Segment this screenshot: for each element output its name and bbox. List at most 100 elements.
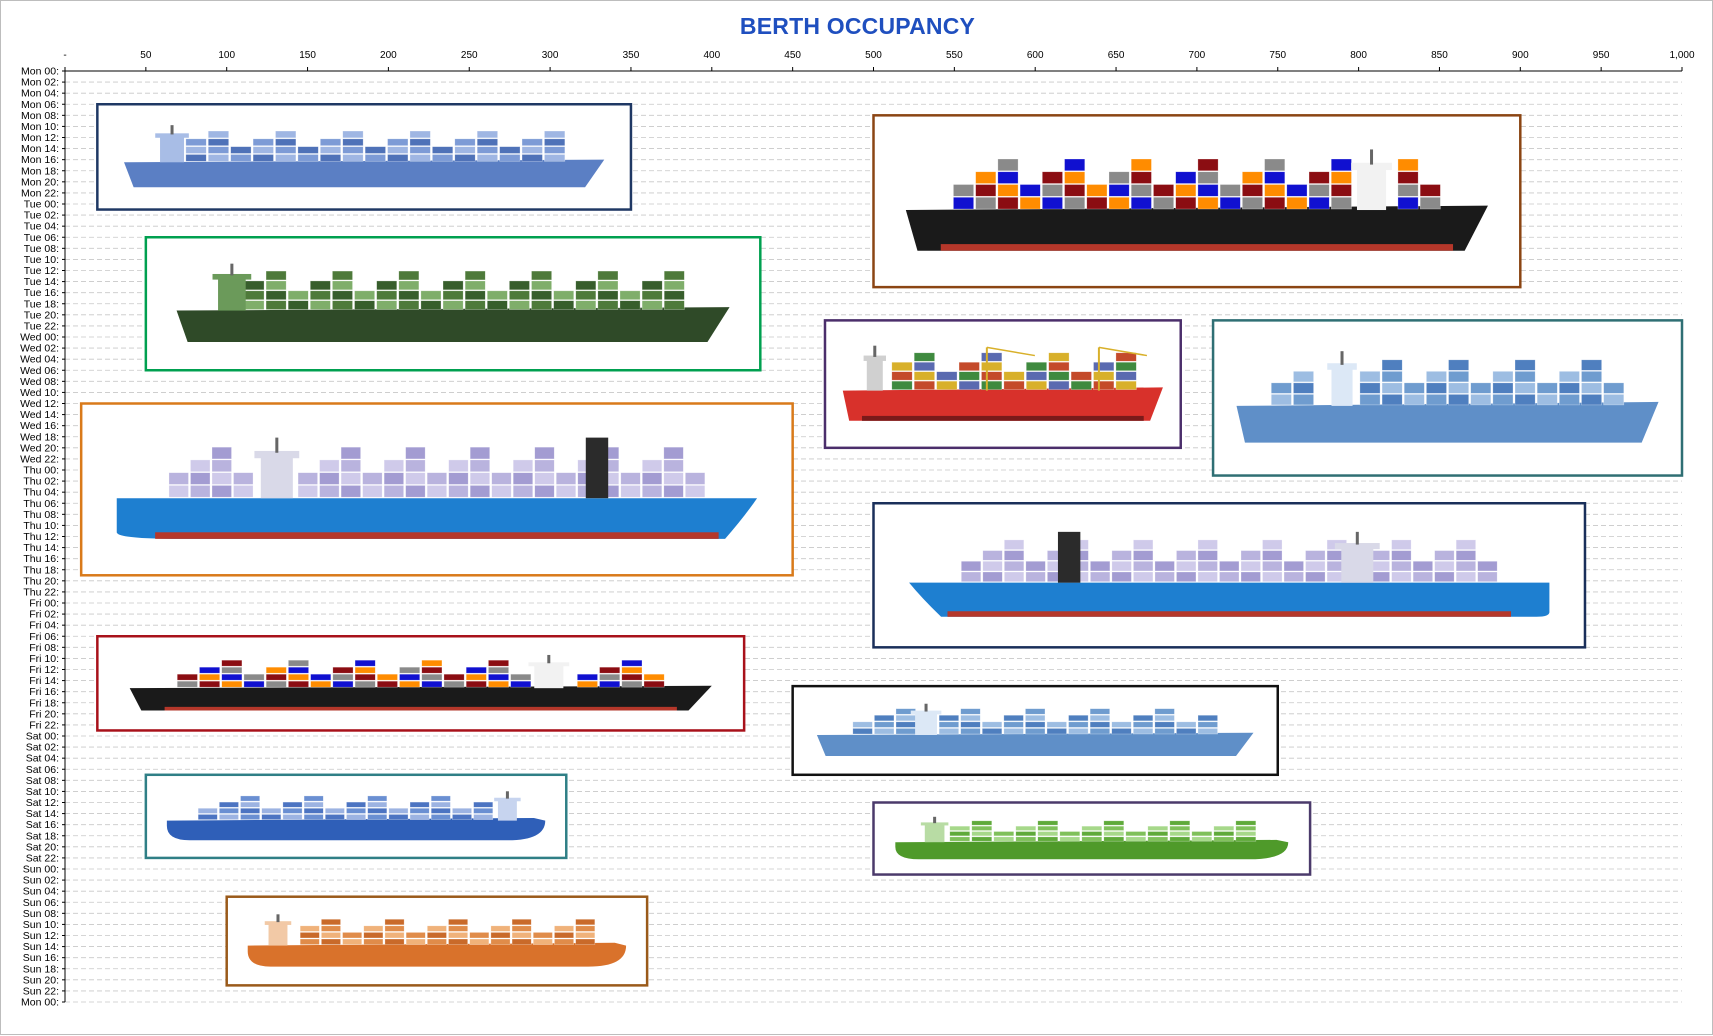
ship-mast	[276, 914, 280, 923]
container-stack	[1242, 184, 1263, 197]
y-tick-label: Mon 04:	[21, 88, 59, 100]
container-stack	[303, 807, 324, 814]
container-stack	[1235, 820, 1257, 826]
vessel-booking	[96, 635, 746, 732]
container-stack	[621, 666, 643, 674]
container-stack	[1359, 382, 1381, 394]
container-stack	[1264, 184, 1286, 197]
container-stack	[521, 146, 543, 154]
container-stack	[332, 270, 353, 281]
container-stack	[398, 280, 420, 291]
container-stack	[619, 290, 641, 300]
container-stack	[1025, 708, 1046, 715]
container-stack	[1397, 158, 1419, 172]
ship-hull	[166, 817, 546, 841]
container-stack	[230, 146, 252, 154]
container-stack	[874, 728, 895, 735]
container-stack	[599, 666, 621, 674]
container-stack	[511, 938, 532, 945]
ship-bridge	[915, 713, 937, 735]
container-stack	[1197, 171, 1219, 184]
container-stack	[1025, 721, 1046, 728]
ship-bridge	[924, 824, 945, 843]
container-stack	[398, 270, 420, 281]
ship-mast	[1355, 531, 1359, 545]
container-stack	[960, 728, 981, 735]
container-stack	[342, 130, 364, 139]
container-stack	[465, 680, 487, 688]
container-stack	[364, 146, 386, 154]
container-stack	[1176, 560, 1197, 572]
container-stack	[309, 280, 331, 291]
y-tick-label: Wed 04:	[20, 354, 59, 366]
container-stack	[426, 485, 447, 498]
container-stack	[1391, 539, 1412, 550]
container-stack	[427, 932, 447, 939]
y-tick-label: Thu 22:	[23, 586, 59, 598]
container-stack	[409, 807, 430, 814]
container-stack	[243, 673, 265, 681]
container-stack	[544, 130, 566, 139]
container-stack	[398, 290, 420, 300]
container-stack	[405, 459, 426, 472]
y-tick-label: Sat 08:	[26, 775, 59, 787]
container-stack	[1015, 831, 1037, 837]
container-stack	[1397, 171, 1419, 184]
container-stack	[597, 280, 619, 291]
y-tick-label: Wed 16:	[20, 420, 59, 432]
container-stack	[971, 825, 993, 831]
container-stack	[1514, 382, 1536, 394]
container-stack	[1125, 836, 1147, 842]
y-tick-label: Mon 20:	[21, 176, 59, 188]
ship-waterline	[861, 415, 1144, 421]
container-stack	[1381, 371, 1403, 383]
container-stack	[1068, 721, 1089, 728]
container-stack	[321, 932, 341, 939]
container-stack	[544, 154, 566, 162]
container-stack	[975, 171, 997, 184]
ship-hull	[895, 839, 1289, 860]
container-stack	[491, 485, 512, 498]
container-stack	[354, 290, 375, 300]
container-stack	[891, 380, 913, 390]
container-stack	[1308, 184, 1330, 197]
container-stack	[342, 146, 364, 154]
container-stack	[332, 680, 354, 688]
y-tick-label: Fri 22:	[29, 719, 59, 731]
ship-bridge	[534, 664, 564, 689]
container-stack	[1125, 831, 1147, 837]
container-stack	[1133, 560, 1154, 572]
ship-hull	[176, 307, 730, 343]
container-stack	[1048, 380, 1070, 390]
container-stack	[486, 290, 508, 300]
container-stack	[913, 352, 935, 362]
container-stack	[476, 146, 498, 154]
container-stack	[275, 138, 297, 146]
container-stack	[490, 932, 511, 939]
ship-waterline	[947, 611, 1511, 617]
container-stack	[1037, 820, 1059, 826]
container-stack	[1064, 184, 1086, 197]
container-stack	[420, 290, 442, 300]
container-stack	[452, 814, 472, 820]
container-stack	[521, 138, 543, 146]
container-stack	[1448, 359, 1469, 371]
container-stack	[207, 154, 229, 162]
y-tick-label: Sun 10:	[23, 919, 59, 931]
container-stack	[960, 714, 981, 722]
container-stack	[1048, 352, 1070, 362]
y-tick-label: Wed 22:	[20, 453, 59, 465]
y-tick-label: Thu 04:	[23, 487, 59, 499]
container-stack	[243, 290, 265, 300]
container-stack	[1025, 371, 1047, 381]
container-stack	[1359, 371, 1381, 383]
y-tick-label: Sat 22:	[26, 852, 59, 864]
container-stack	[1093, 380, 1115, 390]
container-stack	[346, 814, 366, 820]
container-stack	[1286, 196, 1308, 210]
container-stack	[340, 472, 361, 485]
container-stack	[1419, 184, 1441, 197]
y-tick-label: Tue 18:	[24, 298, 59, 310]
container-stack	[310, 673, 332, 681]
y-tick-label: Mon 18:	[21, 165, 59, 177]
